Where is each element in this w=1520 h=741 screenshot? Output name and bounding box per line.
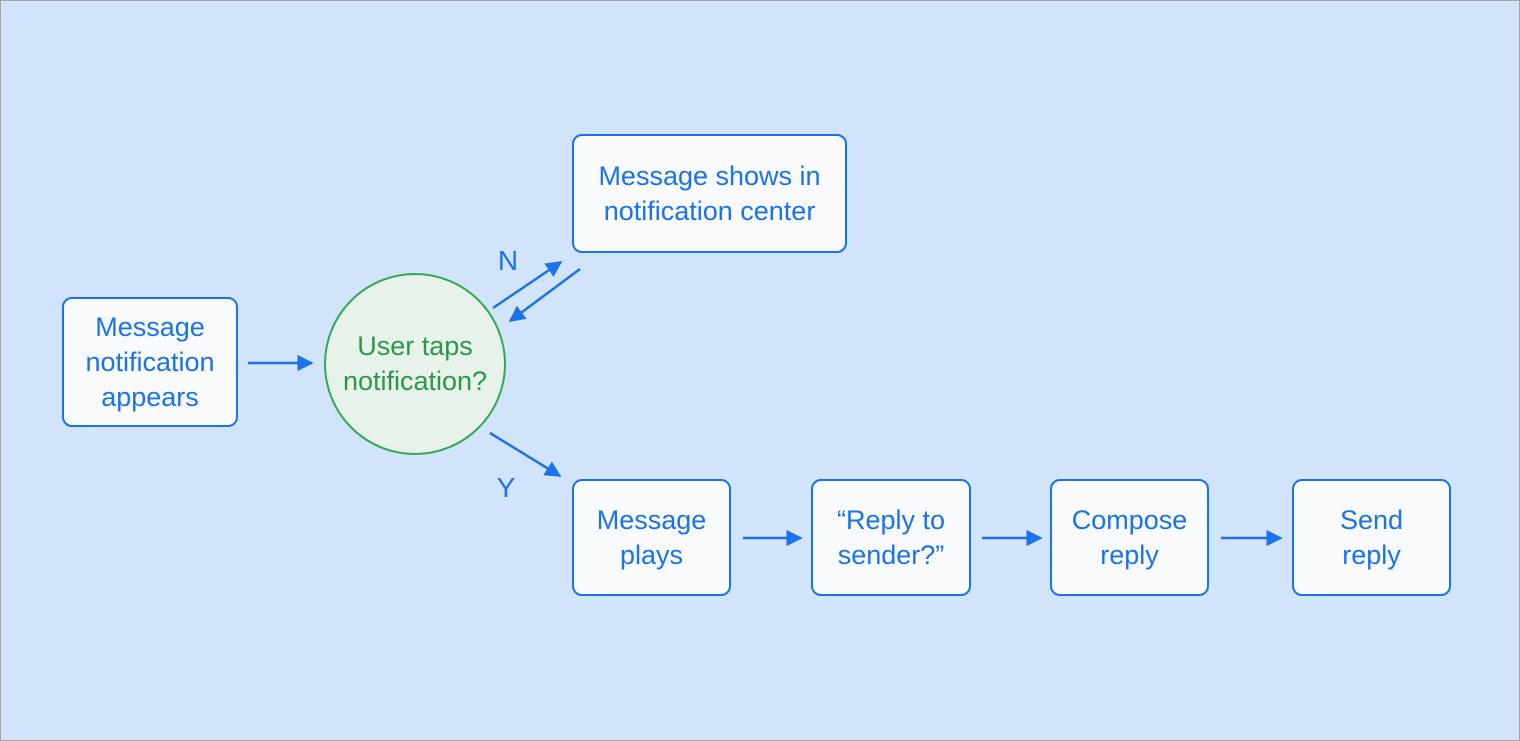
node-reply-to-sender-prompt: “Reply to sender?” <box>811 479 971 596</box>
arrow-notification-center-to-decision <box>508 267 581 323</box>
node-label: Message shows in notification center <box>598 160 821 226</box>
node-label: Send reply <box>1339 504 1404 570</box>
node-user-taps-notification-decision: User taps notification? <box>324 273 506 455</box>
node-message-plays: Message plays <box>572 479 731 596</box>
node-label: “Reply to sender?” <box>836 504 946 570</box>
node-label: Compose reply <box>1071 504 1188 570</box>
node-message-notification-appears: Message notification appears <box>62 297 238 427</box>
arrow-decision-to-message-plays <box>489 431 562 478</box>
edge-label-yes: Y <box>496 472 516 503</box>
node-send-reply: Send reply <box>1292 479 1451 596</box>
edge-label-no: N <box>497 245 519 276</box>
node-label: Message plays <box>596 504 707 570</box>
node-label: Message notification appears <box>85 311 215 412</box>
node-message-shows-in-notification-center: Message shows in notification center <box>572 134 847 253</box>
node-compose-reply: Compose reply <box>1050 479 1209 596</box>
node-label: User taps notification? <box>342 331 488 396</box>
